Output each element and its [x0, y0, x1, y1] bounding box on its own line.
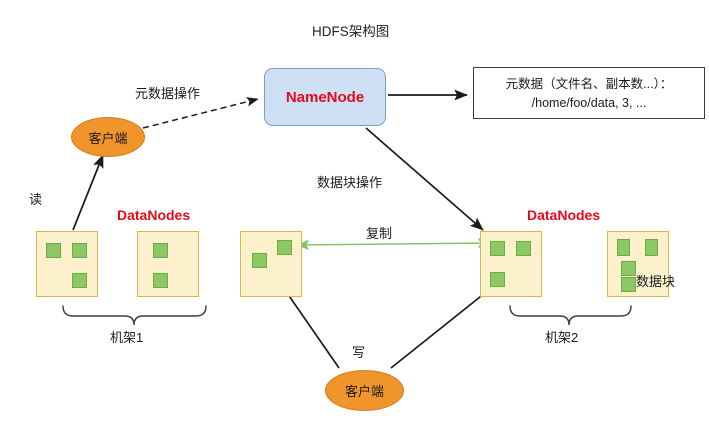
block-operation-label: 数据块操作 — [317, 175, 383, 190]
rack1-brace — [62, 305, 207, 326]
data-block — [516, 241, 531, 256]
client-top[interactable]: 客户端 — [71, 117, 145, 157]
data-block-legend-label: 数据块 — [636, 274, 676, 289]
client-bottom-label: 客户端 — [344, 384, 384, 399]
namenode-label: NameNode — [285, 88, 365, 106]
datanode-box-5[interactable] — [607, 231, 669, 297]
data-block — [252, 253, 267, 268]
rack2-brace — [509, 305, 632, 326]
datanode-box-3[interactable] — [240, 231, 302, 297]
datanodes-label-right: DataNodes — [527, 207, 601, 223]
metadata-box: 元数据（文件名、副本数...）： /home/foo/data, 3, ... — [473, 67, 705, 119]
datanode-box-4[interactable] — [480, 231, 542, 297]
read-label: 读 — [29, 192, 43, 207]
data-block — [153, 273, 168, 288]
metadata-operation-label: 元数据操作 — [135, 86, 201, 101]
data-block — [490, 272, 505, 287]
data-block — [72, 273, 87, 288]
data-block — [621, 261, 636, 276]
data-block — [617, 239, 630, 256]
rack1-label: 机架1 — [110, 330, 144, 345]
datanode-box-2[interactable] — [137, 231, 199, 297]
edge-block-operation — [365, 127, 484, 231]
metadata-line-2: /home/foo/data, 3, ... — [531, 95, 647, 110]
replicate-label: 复制 — [366, 226, 393, 241]
client-bottom[interactable]: 客户端 — [325, 370, 404, 411]
datanodes-label-left: DataNodes — [117, 207, 191, 223]
edge-metadata-operation — [142, 97, 259, 129]
data-block — [72, 243, 87, 258]
datanode-box-1[interactable] — [36, 231, 98, 297]
namenode-box[interactable]: NameNode — [264, 68, 386, 126]
data-block — [46, 243, 61, 258]
data-block — [645, 239, 658, 256]
data-block — [153, 243, 168, 258]
page-title: HDFS架构图 — [312, 24, 390, 39]
client-top-label: 客户端 — [88, 130, 128, 146]
metadata-line-1: 元数据（文件名、副本数...）： — [505, 77, 673, 92]
rack2-label: 机架2 — [545, 330, 579, 345]
write-label: 写 — [352, 345, 366, 360]
edge-read — [72, 154, 104, 231]
edge-replicate — [296, 238, 491, 250]
data-block — [490, 241, 505, 256]
data-block — [621, 277, 636, 292]
edge-write-right — [390, 284, 496, 369]
data-block — [277, 240, 292, 255]
